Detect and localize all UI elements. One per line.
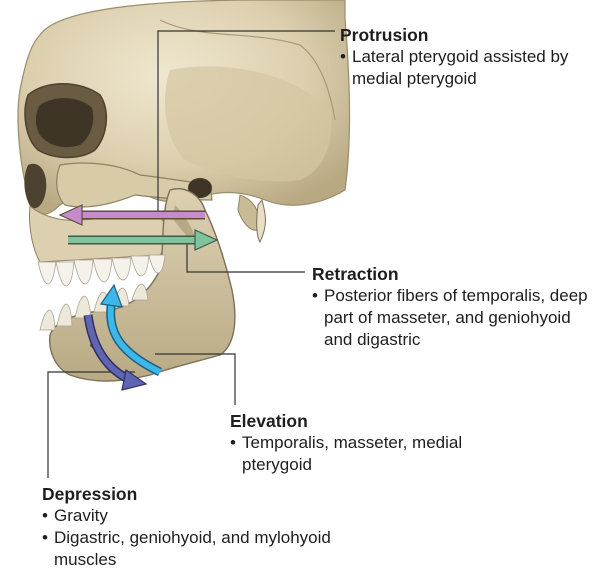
protrusion-arrow (58, 204, 205, 226)
protrusion-item: •Lateral pterygoid assisted by medial pt… (340, 47, 569, 88)
retraction-title: Retraction (312, 264, 399, 284)
elevation-leader (155, 353, 236, 405)
elevation-arrow (99, 283, 162, 377)
retraction-leader (186, 243, 305, 273)
leader-lines (47, 30, 335, 478)
depression-leader (47, 371, 135, 478)
depression-item-gravity: •Gravity (42, 506, 108, 525)
depression-arrow (83, 314, 148, 391)
protrusion-leader (157, 30, 335, 215)
retraction-item: •Posterior fibers of temporalis, deep pa… (312, 286, 588, 349)
elevation-title: Elevation (230, 411, 308, 431)
styloid-process (256, 198, 266, 244)
upper-teeth (37, 254, 166, 287)
external-acoustic-meatus (188, 178, 212, 198)
elevation-label: Elevation •Temporalis, masseter, medial … (230, 410, 470, 476)
elevation-item: •Temporalis, masseter, medial pterygoid (230, 433, 463, 474)
protrusion-label: Protrusion •Lateral pterygoid assisted b… (340, 24, 590, 90)
retraction-label: Retraction •Posterior fibers of temporal… (312, 263, 595, 351)
depression-label: Depression •Gravity •Digastric, geniohyo… (42, 483, 342, 571)
protrusion-title: Protrusion (340, 25, 429, 45)
nasal-cavity (24, 163, 47, 209)
retraction-arrow (68, 229, 219, 251)
depression-item-muscles: •Digastric, geniohyoid, and mylohyoid mu… (42, 528, 331, 569)
skull-illustration (17, 0, 351, 382)
depression-title: Depression (42, 484, 138, 504)
